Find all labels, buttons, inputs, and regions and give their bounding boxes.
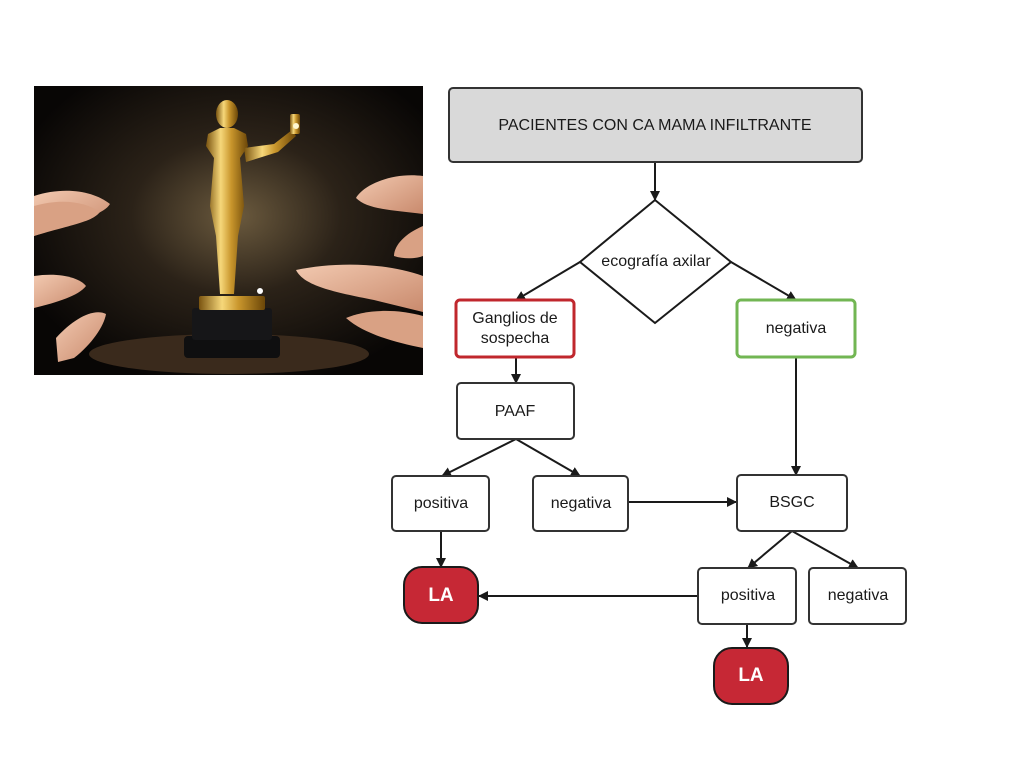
paaf-positive-node: positiva <box>391 475 490 532</box>
bsgc-positive-node: positiva <box>697 567 797 625</box>
trophy-applause-photo <box>34 86 423 375</box>
bsgc-negative-label: negativa <box>828 587 889 604</box>
paaf-node: PAAF <box>456 382 575 440</box>
la-left-node: LA <box>403 566 479 624</box>
arrow-decision-to-negative <box>730 261 797 301</box>
bsgc-node: BSGC <box>736 474 848 532</box>
arrow-bsgc-to-negative <box>791 530 859 569</box>
title-node: PACIENTES CON CA MAMA INFILTRANTE <box>448 87 863 163</box>
negative-node-label: negativa <box>766 320 827 337</box>
arrow-decision-to-suspicious <box>515 261 581 301</box>
arrow-paaf-to-positive <box>441 438 517 477</box>
suspicious-node-line2: sospecha <box>481 330 550 347</box>
suspicious-node-line1: Ganglios de <box>472 310 557 327</box>
la-bottom-node: LA <box>713 647 789 705</box>
negative-node: negativa <box>735 298 857 359</box>
paaf-negative-node: negativa <box>532 475 629 532</box>
arrow-paaf-to-negative <box>515 438 581 477</box>
suspicious-node: Ganglios de sospecha <box>454 298 576 359</box>
title-node-label: PACIENTES CON CA MAMA INFILTRANTE <box>498 117 811 134</box>
paaf-negative-label: negativa <box>551 495 612 512</box>
paaf-node-label: PAAF <box>495 403 536 420</box>
decision-node-label: ecografía axilar <box>601 253 711 270</box>
bsgc-positive-label: positiva <box>721 587 775 604</box>
arrow-bsgc-to-positive <box>747 530 793 569</box>
paaf-positive-label: positiva <box>414 495 468 512</box>
la-left-label: LA <box>428 585 454 606</box>
connectors <box>436 162 859 648</box>
bsgc-node-label: BSGC <box>769 494 814 511</box>
bsgc-negative-node: negativa <box>808 567 907 625</box>
decision-node: ecografía axilar <box>578 198 733 325</box>
la-bottom-label: LA <box>738 665 764 686</box>
